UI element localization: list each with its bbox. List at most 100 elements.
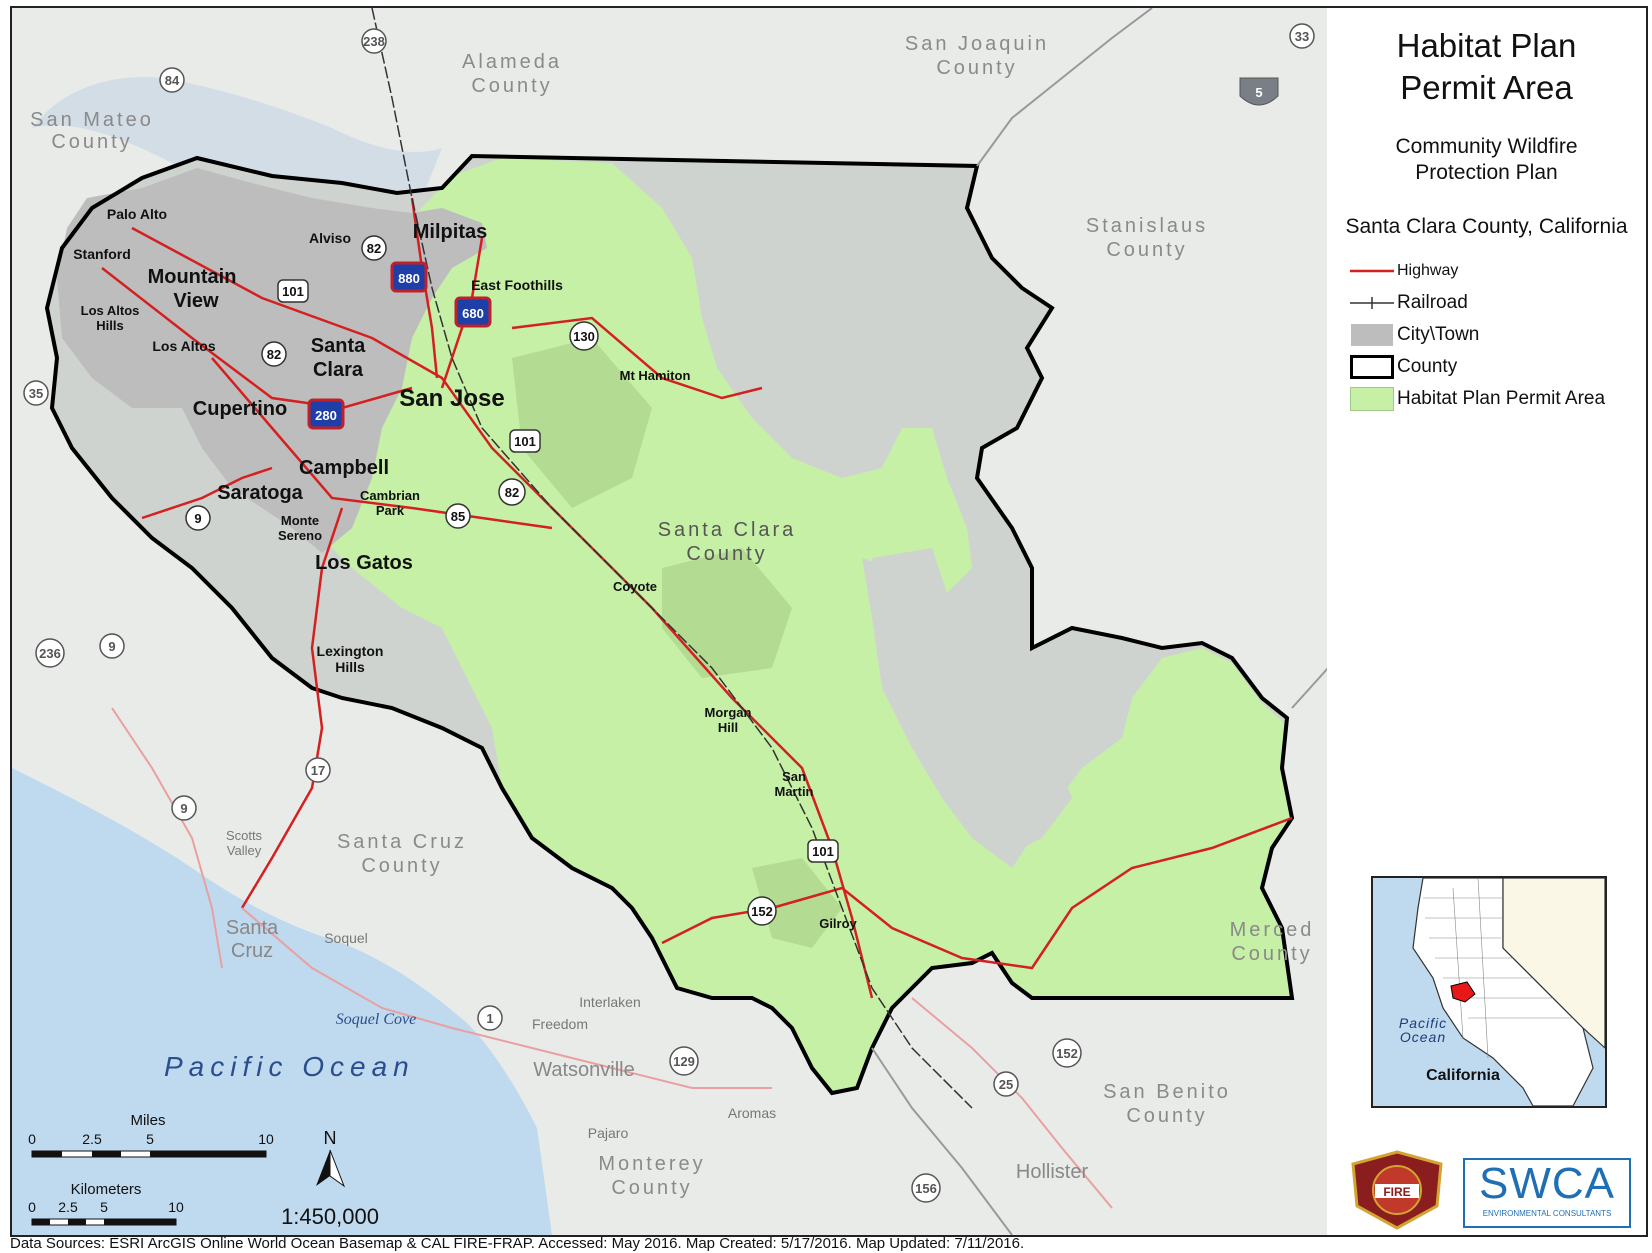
label-east-foothills: East Foothills	[471, 277, 563, 293]
non-permit-area	[872, 548, 1072, 858]
legend-subtitle-line1: Community Wildfire	[1395, 135, 1578, 158]
route-130-text: 130	[573, 329, 595, 344]
route-shield-9c: 9	[171, 795, 197, 821]
label-santa-cruz: Santa Cruz	[337, 831, 467, 853]
route-9c-text: 9	[180, 801, 187, 816]
label-los-altos-1: Los Altos	[81, 303, 140, 318]
habitat-darker-patch	[752, 858, 842, 948]
route-shield-130: 130	[569, 321, 599, 351]
label-soquel-cove: Soquel Cove	[336, 1011, 416, 1028]
route-shield-9: 9	[185, 505, 211, 531]
route-82b-text: 82	[505, 485, 519, 500]
city-fill-icon	[1349, 323, 1395, 347]
route-shield-152: 152	[747, 896, 777, 926]
route-shield-101b: 101	[509, 429, 541, 453]
route-82-text: 82	[367, 241, 381, 256]
inset-locator-map: Pacific Ocean California	[1371, 876, 1607, 1108]
route-shield-9b: 9	[99, 633, 125, 659]
route-shield-880: 880	[390, 261, 428, 293]
label-alameda: Alameda	[462, 51, 562, 73]
map-frame: 238 84 82 101 880 680 130 280 35 9 85 82…	[10, 6, 1330, 1237]
habitat-darker-patch	[512, 338, 652, 508]
label-monterey: Monterey	[598, 1153, 705, 1175]
label-mt-hamiton: Mt Hamiton	[620, 368, 691, 383]
bay-water	[32, 77, 442, 214]
map-canvas: 238 84 82 101 880 680 130 280 35 9 85 82…	[12, 8, 1328, 1235]
scale-km-tick-3: 10	[168, 1199, 184, 1215]
route-shield-280: 280	[307, 398, 345, 430]
scale-miles-bar	[31, 1150, 267, 1158]
data-sources-footer: Data Sources: ESRI ArcGIS Online World O…	[10, 1235, 1025, 1252]
route-shield-238: 238	[361, 28, 387, 54]
highway-neighbor	[241, 907, 772, 1089]
scale-bar: Miles 0 2.5 5 10 Kilometers 0 2.5 5 10	[28, 1112, 379, 1229]
route-shield-35: 35	[23, 380, 49, 406]
label-stanford: Stanford	[73, 246, 131, 262]
county-boundary	[44, 153, 1295, 1096]
legend-title-line1: Habitat Plan	[1396, 27, 1577, 64]
label-morgan-hill: Hill	[718, 720, 738, 735]
route-shield-82c: 82	[261, 341, 287, 367]
label-clara: Clara	[313, 359, 364, 381]
route-5-text: 5	[1255, 85, 1262, 100]
legend-title-line2: Permit Area	[1400, 69, 1573, 106]
route-shield-82: 82	[361, 235, 387, 261]
legend-location: Santa Clara County, California	[1345, 215, 1628, 238]
label-interlaken: Interlaken	[579, 994, 640, 1010]
label-merced-county: County	[1231, 943, 1312, 965]
scale-mi-tick-3: 10	[258, 1131, 274, 1147]
route-82c-text: 82	[267, 347, 281, 362]
scale-km-bar	[31, 1218, 177, 1226]
scale-miles-label: Miles	[130, 1112, 165, 1129]
route-238-text: 238	[363, 34, 385, 49]
inset-ocean-label: Pacific	[1399, 1015, 1447, 1031]
label-san-joaquin: San Joaquin	[905, 33, 1049, 55]
fire-badge-icon: FIRE	[1351, 1150, 1443, 1230]
legend-subtitle-line2: Protection Plan	[1415, 161, 1558, 184]
fire-logo: FIRE	[1345, 1150, 1449, 1230]
label-pacific-ocean: Pacific Ocean	[164, 1051, 415, 1082]
pacific-ocean-area	[12, 768, 552, 1235]
label-freedom: Freedom	[532, 1016, 588, 1032]
legend-label: Highway	[1397, 262, 1459, 279]
label-view: View	[173, 290, 219, 312]
label-saratoga: Saratoga	[217, 482, 303, 504]
label-palo-alto: Palo Alto	[107, 206, 167, 222]
route-shield-156: 156	[911, 1173, 941, 1203]
label-stanislaus: Stanislaus	[1086, 215, 1208, 237]
label-cruz: Cruz	[231, 940, 273, 962]
route-shield-25: 25	[993, 1071, 1019, 1097]
swca-logo-subtext: ENVIRONMENTAL CONSULTANTS	[1482, 1209, 1612, 1218]
label-cambrian: Cambrian	[360, 488, 420, 503]
habitat-fill-icon	[1349, 387, 1395, 411]
highway-680	[440, 237, 484, 389]
label-lexington-hills: Hills	[335, 659, 365, 675]
route-156-text: 156	[915, 1181, 937, 1196]
label-morgan: Morgan	[705, 705, 752, 720]
label-san: San	[782, 769, 806, 784]
city-labels: Palo Alto Stanford Mountain View Los Alt…	[73, 206, 1088, 1183]
label-los-altos: Los Altos	[152, 338, 215, 354]
route-shield-236: 236	[35, 638, 65, 668]
legend-panel: Habitat Plan Permit Area Community Wildf…	[1327, 6, 1648, 1237]
habitat-darker-patch	[662, 548, 792, 678]
route-shield-680: 680	[454, 296, 492, 328]
label-coyote: Coyote	[613, 579, 657, 594]
label-san-benito-county: County	[1126, 1105, 1207, 1127]
label-santa: Santa	[311, 335, 366, 357]
route-shield-152b: 152	[1052, 1038, 1082, 1068]
label-hollister: Hollister	[1016, 1161, 1089, 1183]
inset-ocean-label-2: Ocean	[1400, 1029, 1446, 1045]
route-101b-text: 101	[514, 434, 536, 449]
highway-17	[240, 507, 344, 909]
railroad-line-icon	[1349, 291, 1395, 315]
highway-280	[101, 267, 413, 410]
legend-item-highway: Highway	[1349, 258, 1458, 284]
label-los-gatos: Los Gatos	[315, 552, 413, 574]
label-santa-clara: Santa Clara	[658, 519, 797, 541]
label-valley: Valley	[227, 843, 262, 858]
label-milpitas: Milpitas	[413, 221, 487, 243]
route-shield-33: 33	[1289, 23, 1315, 49]
label-merced: Merced	[1230, 919, 1315, 941]
